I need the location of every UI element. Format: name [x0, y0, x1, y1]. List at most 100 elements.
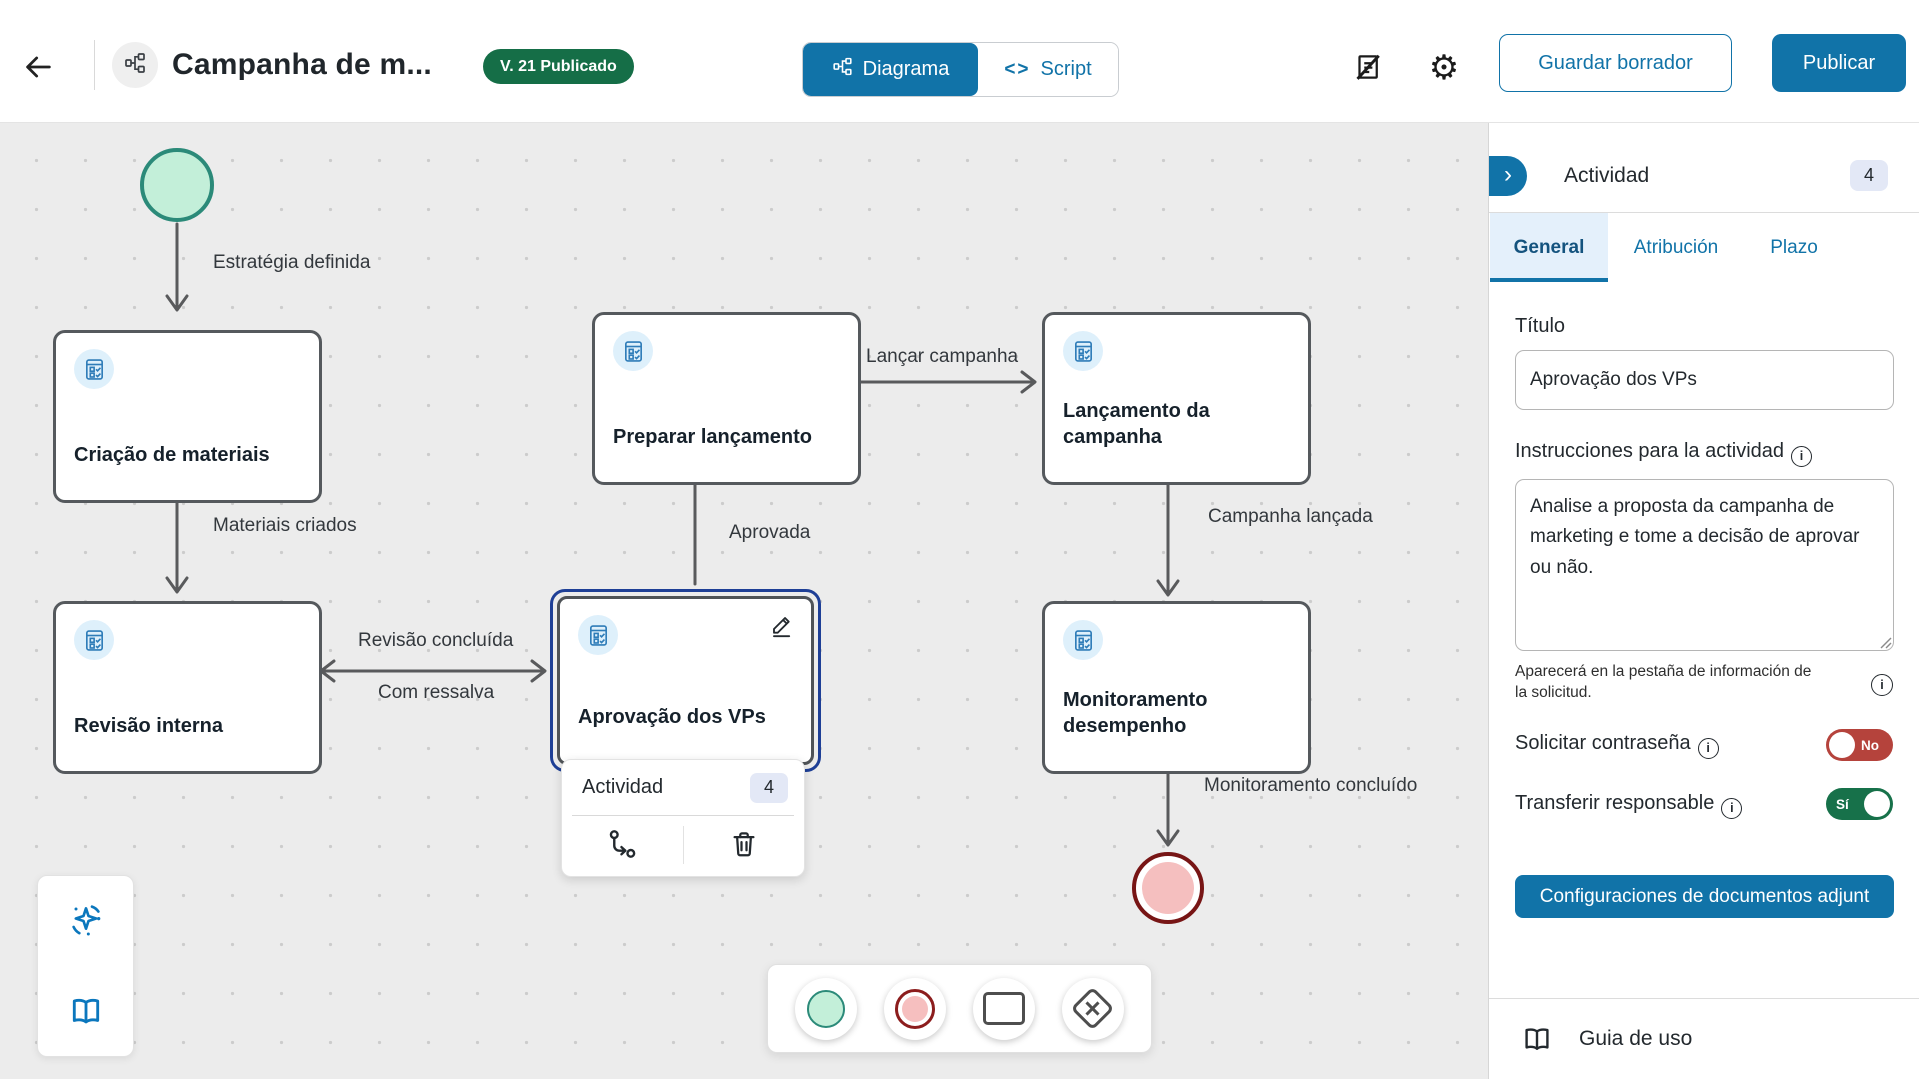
page-title: Campanha de m...	[172, 48, 432, 81]
notes-disabled-button[interactable]	[1348, 48, 1388, 88]
popup-node-type: Actividad	[582, 776, 664, 798]
node-title: Revisão interna	[74, 715, 223, 737]
panel-title: Actividad	[1564, 164, 1650, 187]
tab-script[interactable]: <> Script	[978, 43, 1118, 96]
task-form-icon	[1063, 620, 1103, 660]
panel-count-badge: 4	[1850, 160, 1888, 191]
task-node-preparar-lancamento[interactable]: Preparar lançamento	[592, 312, 861, 485]
edge-label: Lançar campanha	[866, 346, 1019, 367]
toggle-state-label: Sí	[1836, 796, 1849, 812]
transfer-toggle[interactable]: Sí	[1826, 788, 1893, 820]
task-node-lancamento-da-campanha[interactable]: Lançamento da campanha	[1042, 312, 1311, 485]
delete-node-button[interactable]	[684, 816, 805, 874]
instructions-field-label: Instrucciones para la actividad i	[1515, 440, 1813, 467]
palette-end-event-button[interactable]	[884, 977, 947, 1040]
workflow-avatar	[112, 42, 158, 88]
info-icon[interactable]: i	[1721, 797, 1743, 819]
palette-task-button[interactable]	[972, 977, 1035, 1040]
top-bar: Campanha de m... V. 21 Publicado Diagram…	[0, 0, 1919, 123]
gateway-x-icon	[1070, 986, 1115, 1031]
popup-divider	[572, 815, 794, 816]
edge-label: Estratégia definida	[213, 252, 371, 273]
start-event-node[interactable]	[140, 148, 214, 222]
palette-start-event-button[interactable]	[795, 977, 858, 1040]
edge-label: Materiais criados	[213, 515, 357, 536]
task-node-revisao-interna[interactable]: Revisão interna	[53, 601, 322, 774]
gear-icon: ⚙	[1428, 49, 1460, 87]
edge-label: Campanha lançada	[1208, 506, 1373, 527]
task-node-aprovacao-dos-vps-selected[interactable]: Aprovação dos VPs	[550, 589, 821, 772]
start-event-icon	[807, 989, 846, 1028]
usage-guide-label: Guia de uso	[1579, 1027, 1693, 1050]
settings-button[interactable]: ⚙	[1424, 48, 1464, 88]
info-icon[interactable]: i	[1871, 674, 1893, 696]
info-icon[interactable]: i	[1697, 737, 1719, 759]
task-form-icon	[74, 349, 114, 389]
back-button[interactable]	[18, 48, 58, 88]
tab-atribucion[interactable]: Atribución	[1633, 236, 1719, 258]
header-divider	[94, 40, 95, 90]
toggle-state-label: No	[1861, 737, 1879, 753]
trash-icon	[729, 829, 759, 862]
diagram-icon	[832, 56, 853, 83]
edit-pencil-icon[interactable]	[769, 613, 795, 644]
panel-tabs: General Atribución Plazo	[1490, 213, 1844, 282]
attachments-config-button[interactable]: Configuraciones de documentos adjunt	[1515, 875, 1894, 918]
reconnect-edge-button[interactable]	[562, 816, 683, 874]
canvas-tools-panel	[37, 875, 134, 1057]
info-icon[interactable]: i	[1791, 445, 1813, 467]
footer-divider	[1489, 998, 1919, 999]
properties-panel: › Actividad 4 General Atribución Plazo T…	[1488, 122, 1919, 1079]
tab-plazo[interactable]: Plazo	[1770, 236, 1818, 258]
tab-diagram[interactable]: Diagrama	[803, 43, 978, 96]
node-title: Aprovação dos VPs	[578, 706, 766, 728]
password-label-text: Solicitar contraseña	[1515, 732, 1691, 754]
version-badge: V. 21 Publicado	[483, 49, 634, 84]
field-helper-text: Aparecerá en la pestaña de información d…	[1515, 663, 1812, 701]
task-form-icon	[74, 620, 114, 660]
edge-label: Com ressalva	[378, 682, 495, 703]
node-title: Lançamento da campanha	[1063, 400, 1210, 448]
chevron-right-icon: ›	[1504, 161, 1512, 188]
guide-book-button[interactable]	[62, 992, 110, 1033]
tab-script-label: Script	[1040, 58, 1092, 80]
edge-label: Monitoramento concluído	[1204, 775, 1418, 796]
flowchart-icon	[123, 51, 147, 80]
task-node-criacao-de-materiais[interactable]: Criação de materiais	[53, 330, 322, 503]
panel-divider	[1489, 212, 1919, 213]
password-toggle[interactable]: No	[1826, 729, 1893, 761]
node-title: Criação de materiais	[74, 444, 270, 466]
end-event-node[interactable]	[1132, 852, 1204, 924]
collapse-panel-button[interactable]: ›	[1489, 156, 1527, 196]
node-title: Preparar lançamento	[613, 426, 812, 448]
code-icon: <>	[1004, 58, 1031, 80]
note-slash-icon	[1353, 52, 1383, 85]
save-draft-button[interactable]: Guardar borrador	[1499, 34, 1732, 92]
tab-general[interactable]: General	[1490, 213, 1608, 282]
edge-label: Aprovada	[729, 522, 811, 543]
view-toggle: Diagrama <> Script	[802, 42, 1119, 97]
node-context-popup: Actividad 4	[561, 759, 805, 877]
publish-button[interactable]: Publicar	[1772, 34, 1906, 92]
popup-count-badge: 4	[750, 772, 788, 803]
usage-guide-link[interactable]: Guia de uso	[1489, 999, 1919, 1079]
task-node-monitoramento-desempenho[interactable]: Monitoramento desempenho	[1042, 601, 1311, 774]
popup-vertical-divider	[682, 826, 684, 864]
palette-gateway-button[interactable]	[1061, 977, 1124, 1040]
task-form-icon	[613, 331, 653, 371]
open-book-icon	[1521, 1023, 1553, 1055]
task-shape-icon	[982, 992, 1025, 1025]
ai-assistant-button[interactable]	[60, 900, 112, 945]
task-node-aprovacao-dos-vps[interactable]: Aprovação dos VPs	[557, 596, 814, 765]
arrow-left-icon	[22, 51, 54, 86]
branch-path-icon	[606, 828, 638, 863]
instructions-textarea[interactable]: Analise a proposta da campanha de market…	[1515, 479, 1894, 651]
title-input[interactable]	[1515, 350, 1894, 410]
sparkle-icon	[66, 901, 106, 944]
diagram-canvas[interactable]: Estratégia definida Materiais criados Re…	[0, 122, 1488, 1079]
node-title: Monitoramento desempenho	[1063, 689, 1208, 737]
instructions-label-text: Instrucciones para la actividad	[1515, 440, 1785, 462]
open-book-icon	[68, 993, 104, 1032]
tab-diagram-label: Diagrama	[862, 58, 950, 80]
